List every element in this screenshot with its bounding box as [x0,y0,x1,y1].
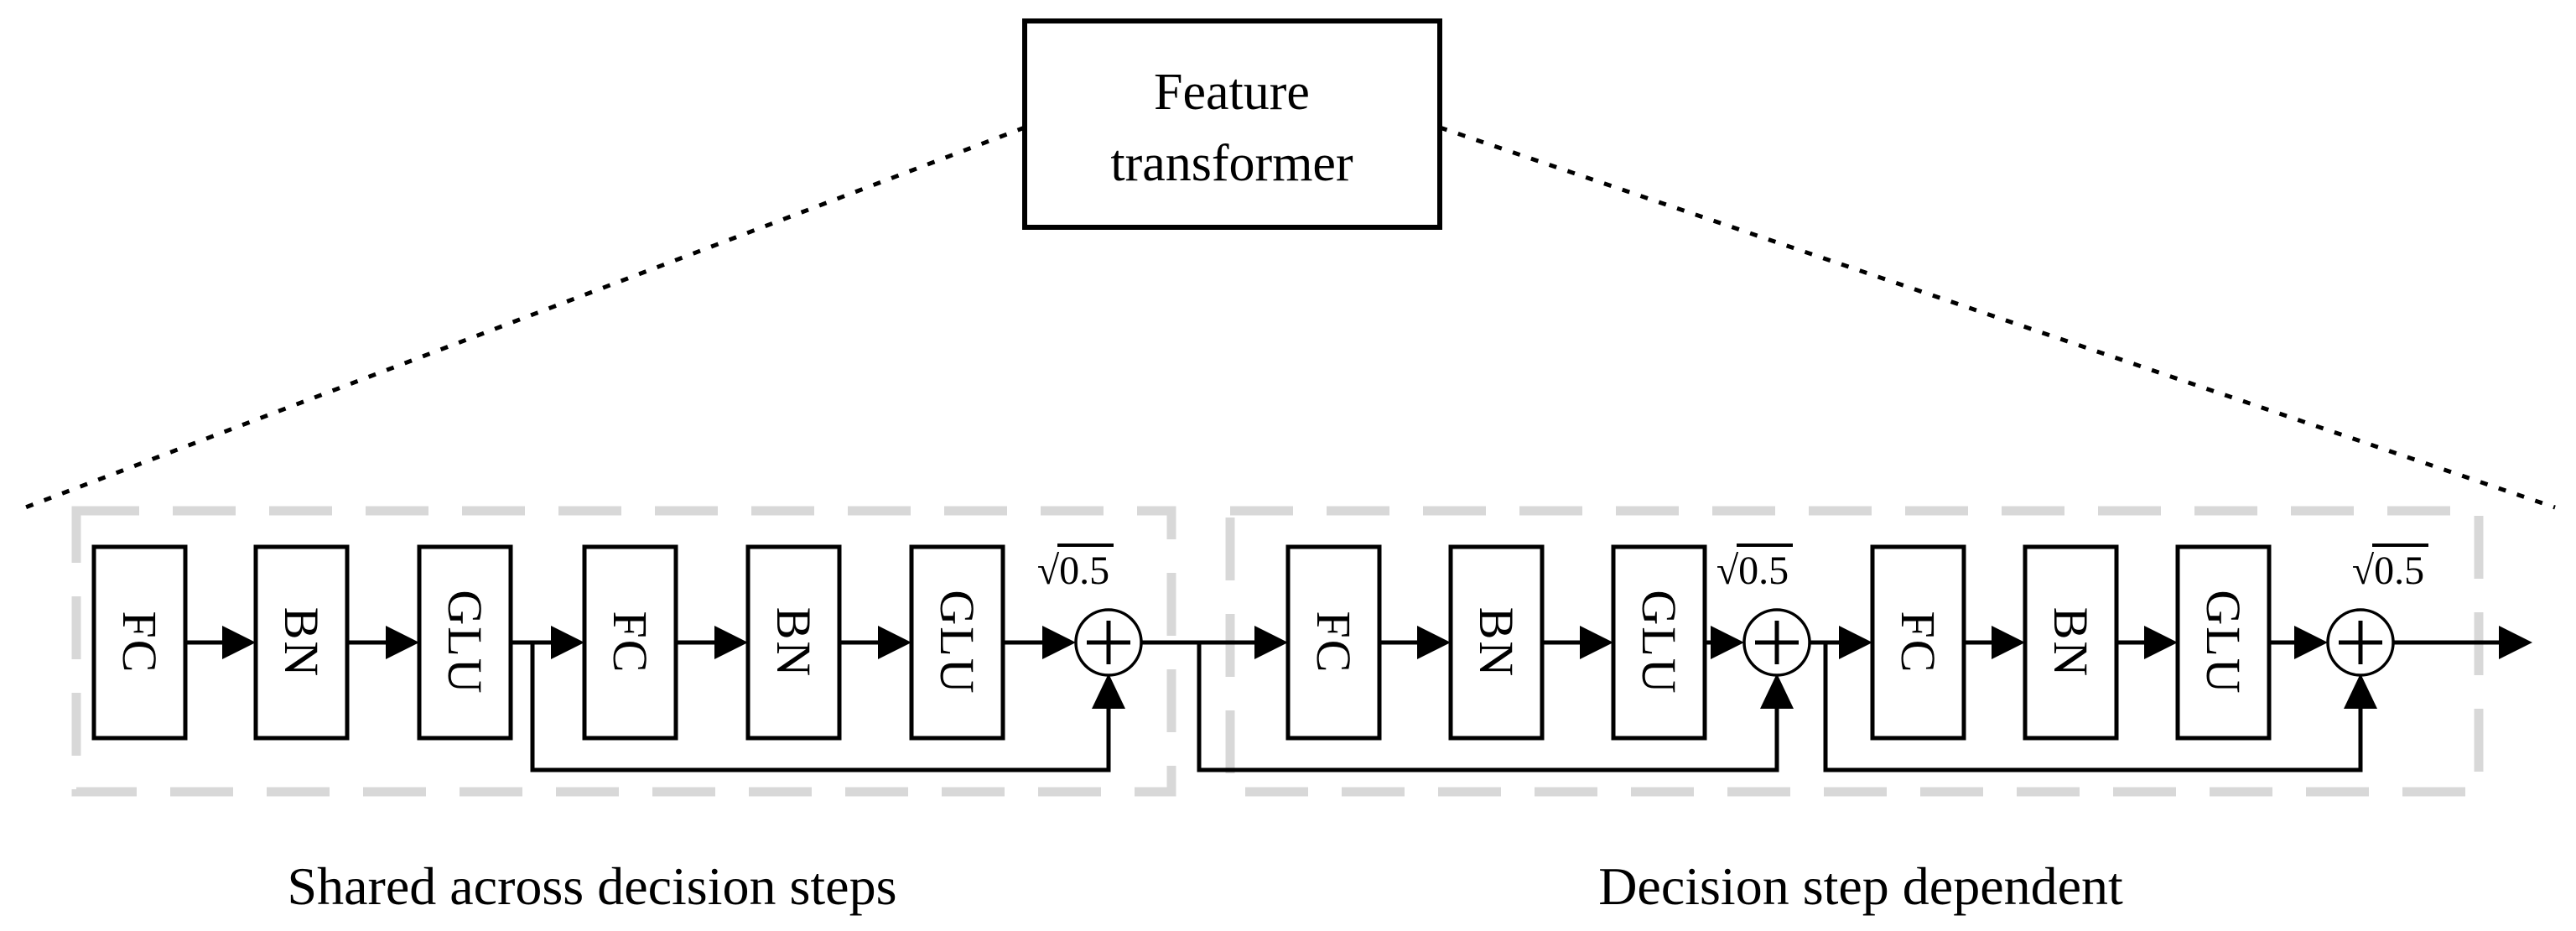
flow-arrows [185,626,2532,659]
right-arrowhead-icon [1254,626,1288,659]
fc-label: FC [603,611,657,674]
dependent-fc1: FC [1285,544,1382,741]
scale-label-2: √0.5 [1716,544,1793,593]
right-arrowhead-icon [714,626,748,659]
bn-box [745,544,842,741]
caption-dependent: Decision step dependent [1598,856,2123,916]
bn-label: BN [2044,607,2098,679]
shared-fc2: FC [582,544,678,741]
right-arrowhead-icon [1992,626,2025,659]
fc-label: FC [1306,611,1361,674]
right-arrowhead-icon [2144,626,2178,659]
dependent-glu1: GLU [1611,544,1707,741]
right-arrowhead-icon [878,626,911,659]
scale-label-1: √0.5 [1037,544,1114,593]
bn-label: BN [1469,607,1524,679]
shared-fc1: FC [91,544,188,741]
bn-box [253,544,350,741]
right-arrowhead-icon [2294,626,2328,659]
right-arrowhead-icon [1711,626,1744,659]
right-arrowhead-icon [222,626,256,659]
right-arrowhead-icon [1042,626,1076,659]
expansion-line-left [20,125,1026,512]
fc-label: FC [1891,611,1945,674]
title-line-1: Feature [1154,64,1310,121]
sum-node-3 [2326,608,2395,677]
scale-label-text: √0.5 [2352,549,2424,593]
skip-connection-2 [1197,642,1794,772]
up-arrowhead-icon [2344,674,2377,709]
skip-connection-1 [530,642,1125,772]
title-group: Feature transformer [1022,18,1442,230]
right-arrowhead-icon [551,626,584,659]
feature-transformer-box [1022,18,1442,230]
sum-node-2 [1742,608,1811,677]
glu-label: GLU [930,590,984,694]
shared-glu2: GLU [909,544,1005,741]
glu-box [2175,544,2272,741]
bn-box [2023,544,2119,741]
right-arrowhead-icon [386,626,419,659]
right-arrowhead-icon [1839,626,1872,659]
scale-label-text: √0.5 [1037,549,1109,593]
glu-label: GLU [2196,590,2251,694]
caption-shared: Shared across decision steps [288,856,897,916]
up-arrowhead-icon [1760,674,1794,709]
right-arrowhead-icon [1580,626,1613,659]
dependent-fc2: FC [1870,544,1966,741]
fc-box [1285,544,1382,741]
sum-node-1 [1074,608,1143,677]
glu-box [1611,544,1707,741]
scale-label-text: √0.5 [1716,549,1789,593]
dependent-bn2: BN [2023,544,2119,741]
glu-label: GLU [1632,590,1686,694]
skip-connection-3 [1823,642,2377,772]
dependent-glu2: GLU [2175,544,2272,741]
shared-bn1: BN [253,544,350,741]
right-arrowhead-icon [1417,626,1451,659]
fc-box [1870,544,1966,741]
glu-label: GLU [438,590,492,694]
bn-label: BN [766,607,821,679]
title-line-2: transformer [1110,135,1353,192]
decision-block-border [1225,506,2484,797]
bn-box [1448,544,1545,741]
output-arrowhead-icon [2499,626,2532,659]
scale-label-3: √0.5 [2352,544,2428,593]
bn-label: BN [274,607,329,679]
dependent-bn1: BN [1448,544,1545,741]
fc-label: FC [112,611,167,674]
shared-block-border [71,506,1176,797]
shared-glu1: GLU [417,544,513,741]
expansion-line-right [1439,125,2556,510]
up-arrowhead-icon [1092,674,1125,709]
shared-bn2: BN [745,544,842,741]
